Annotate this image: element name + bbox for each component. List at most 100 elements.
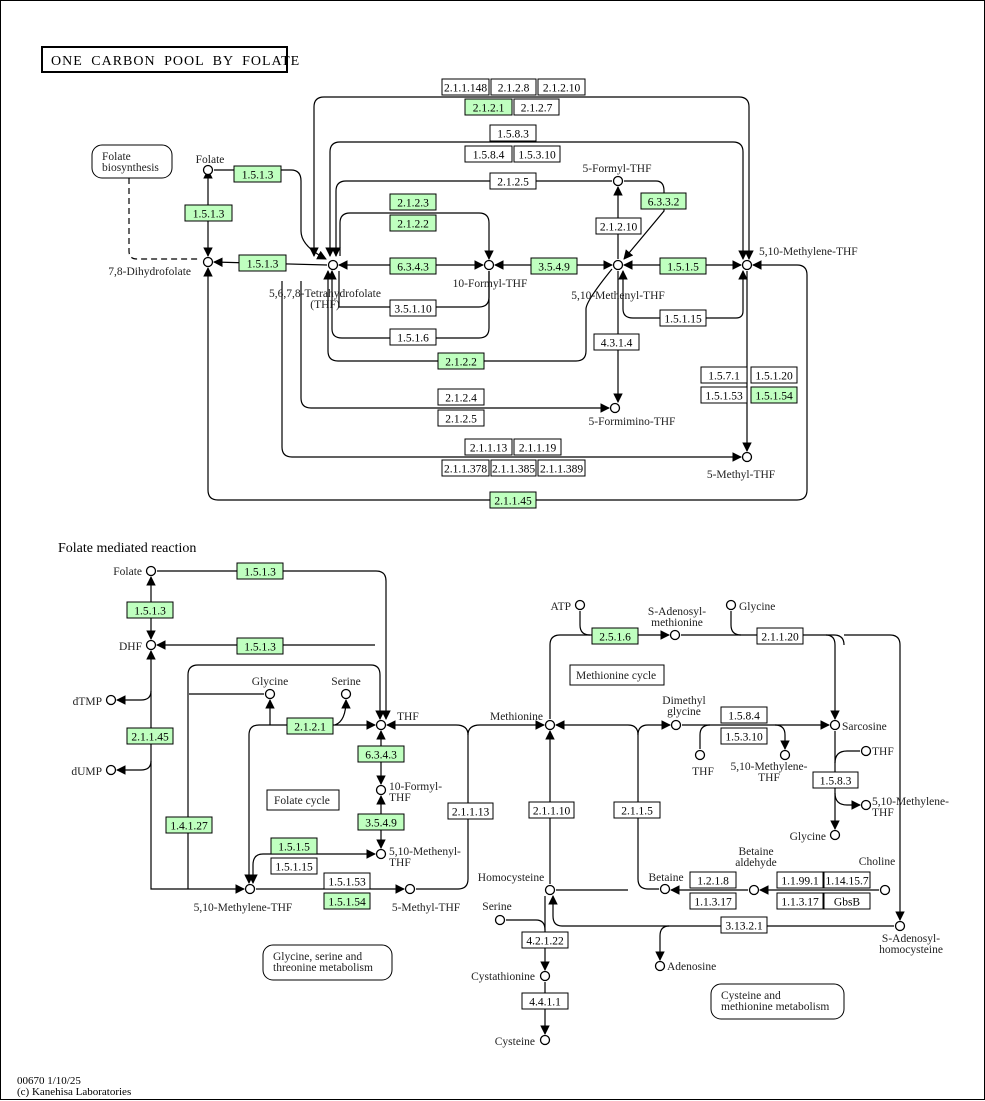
enzyme-box-1-5-1-6[interactable]: 1.5.1.6	[389, 328, 437, 346]
compound-node-icon[interactable]	[105, 764, 117, 776]
compound-node-icon[interactable]	[340, 688, 352, 700]
enzyme-box-1-5-8-3[interactable]: 1.5.8.3	[812, 771, 859, 789]
enzyme-box-rect[interactable]	[689, 871, 737, 889]
compound-b-sah[interactable]: S-Adenosyl-homocysteine	[879, 920, 943, 957]
enzyme-box-2-1-2-10[interactable]: 2.1.2.10	[537, 78, 586, 96]
enzyme-box-2-1-2-2[interactable]: 2.1.2.2	[389, 214, 437, 232]
enzyme-box-rect[interactable]	[640, 192, 687, 210]
enzyme-box-1-5-1-53[interactable]: 1.5.1.53	[323, 872, 371, 890]
enzyme-box-6-3-4-3[interactable]: 6.3.4.3	[357, 745, 405, 763]
enzyme-box-1-5-1-53[interactable]: 1.5.1.53	[700, 386, 748, 404]
compound-node-icon[interactable]	[145, 565, 157, 577]
enzyme-box-rect[interactable]	[323, 892, 371, 910]
enzyme-box-rect[interactable]	[437, 352, 485, 370]
compound-node-icon[interactable]	[725, 599, 737, 611]
enzyme-box-rect[interactable]	[812, 771, 859, 789]
enzyme-box-rect[interactable]	[389, 214, 437, 232]
compound-node-icon[interactable]	[264, 688, 276, 700]
compound-c-dhf[interactable]: 7,8-Dihydrofolate	[108, 256, 214, 279]
enzyme-box-rect[interactable]	[286, 717, 334, 735]
enzyme-box-3-5-4-9[interactable]: 3.5.4.9	[530, 257, 578, 275]
enzyme-box-rect[interactable]	[389, 257, 437, 275]
enzyme-box-rect[interactable]	[659, 309, 707, 327]
enzyme-box-1-1-99-1[interactable]: 1.1.99.1	[776, 871, 824, 889]
compound-node-icon[interactable]	[483, 259, 495, 271]
compound-node-icon[interactable]	[574, 599, 586, 611]
enzyme-box-1-5-8-4[interactable]: 1.5.8.4	[464, 145, 513, 163]
enzyme-box-2-1-1-20[interactable]: 2.1.1.20	[756, 627, 804, 645]
compound-b-cystathionine[interactable]: Cystathionine	[471, 970, 551, 983]
enzyme-box-rect[interactable]	[823, 871, 871, 889]
enzyme-box-rect[interactable]	[537, 78, 586, 96]
enzyme-box-4-2-1-22[interactable]: 4.2.1.22	[521, 931, 569, 949]
compound-b-dhf[interactable]: DHF	[119, 639, 157, 654]
compound-c-thf[interactable]: 5,6,7,8-Tetrahydrofolate(THF)	[269, 259, 381, 312]
enzyme-box-1-5-1-3[interactable]: 1.5.1.3	[233, 165, 282, 183]
methionine-cycle-label-box[interactable]: Methionine cycle	[569, 664, 665, 686]
compound-node-icon[interactable]	[829, 829, 841, 841]
enzyme-box-rect[interactable]	[126, 727, 174, 745]
enzyme-box-rect[interactable]	[530, 257, 578, 275]
enzyme-box-rect[interactable]	[236, 562, 284, 580]
enzyme-box-6-3-4-3[interactable]: 6.3.4.3	[389, 257, 437, 275]
enzyme-box-rect[interactable]	[389, 299, 437, 317]
compound-b-glycine[interactable]: Glycine	[252, 676, 288, 700]
enzyme-box-2-1-2-5[interactable]: 2.1.2.5	[489, 172, 537, 190]
enzyme-box-rect[interactable]	[270, 857, 318, 875]
enzyme-box-2-1-2-10[interactable]: 2.1.2.10	[595, 217, 642, 235]
enzyme-box-3-13-2-1[interactable]: 3.13.2.1	[720, 916, 768, 934]
compound-node-icon[interactable]	[670, 719, 682, 731]
compound-b-serine2[interactable]: Serine	[482, 901, 512, 926]
compound-node-icon[interactable]	[544, 719, 556, 731]
compound-node-icon[interactable]	[612, 175, 624, 187]
enzyme-box-rect[interactable]	[776, 892, 824, 910]
compound-node-icon[interactable]	[244, 883, 256, 895]
enzyme-box-2-1-1-13[interactable]: 2.1.1.13	[447, 802, 494, 820]
compound-b-sarcosine[interactable]: Sarcosine	[829, 719, 887, 734]
enzyme-box-rect[interactable]	[464, 438, 513, 456]
enzyme-box-gbsb[interactable]: GbsB	[823, 892, 871, 910]
enzyme-box-3-5-1-10[interactable]: 3.5.1.10	[389, 299, 437, 317]
compound-b-thf[interactable]: THF	[375, 711, 419, 731]
compound-node-icon[interactable]	[202, 164, 214, 176]
compound-c-folate[interactable]: Folate	[196, 154, 225, 176]
map-link-box[interactable]	[262, 944, 393, 981]
compound-node-icon[interactable]	[860, 745, 872, 757]
compound-node-icon[interactable]	[202, 256, 214, 268]
enzyme-box-1-5-1-3[interactable]: 1.5.1.3	[126, 601, 174, 619]
enzyme-box-2-1-1-13[interactable]: 2.1.1.13	[464, 438, 513, 456]
enzyme-box-1-5-1-3[interactable]: 1.5.1.3	[236, 562, 284, 580]
compound-b-methenyl[interactable]: 5,10-Methenyl-THF	[375, 846, 462, 869]
enzyme-box-1-5-1-5[interactable]: 1.5.1.5	[270, 837, 318, 855]
enzyme-box-rect[interactable]	[441, 78, 490, 96]
compound-b-methionine[interactable]: Methionine	[490, 711, 556, 731]
compound-node-icon[interactable]	[404, 883, 416, 895]
compound-node-icon[interactable]	[539, 970, 551, 982]
compound-node-icon[interactable]	[659, 883, 671, 895]
map-link-box[interactable]	[91, 144, 173, 179]
compound-node-icon[interactable]	[779, 749, 791, 761]
enzyme-box-rect[interactable]	[323, 872, 371, 890]
enzyme-box-rect[interactable]	[756, 627, 804, 645]
compound-b-dtmp[interactable]: dTMP	[73, 694, 117, 709]
enzyme-box-rect[interactable]	[357, 813, 405, 831]
enzyme-box-2-1-1-45[interactable]: 2.1.1.45	[489, 491, 537, 509]
enzyme-box-2-1-1-389[interactable]: 2.1.1.389	[537, 459, 586, 477]
enzyme-box-1-5-1-15[interactable]: 1.5.1.15	[659, 309, 707, 327]
compound-b-folate[interactable]: Folate	[113, 565, 157, 578]
enzyme-box-rect[interactable]	[720, 916, 768, 934]
enzyme-box-rect[interactable]	[700, 366, 748, 384]
enzyme-box-rect[interactable]	[689, 892, 737, 910]
enzyme-box-2-5-1-6[interactable]: 2.5.1.6	[591, 627, 639, 645]
enzyme-box-1-14-15-7[interactable]: 1.14.15.7	[823, 871, 871, 889]
enzyme-box-2-1-2-3[interactable]: 2.1.2.3	[389, 193, 437, 211]
compound-node-icon[interactable]	[694, 749, 706, 761]
compound-c-10formyl[interactable]: 10-Formyl-THF	[453, 259, 528, 291]
enzyme-box-rect[interactable]	[236, 637, 284, 655]
compound-node-icon[interactable]	[829, 719, 841, 731]
compound-c-5formyl[interactable]: 5-Formyl-THF	[583, 163, 652, 187]
enzyme-box-rect[interactable]	[593, 333, 640, 351]
compound-node-icon[interactable]	[879, 884, 891, 896]
enzyme-box-rect[interactable]	[521, 992, 569, 1010]
enzyme-box-rect[interactable]	[513, 98, 560, 116]
